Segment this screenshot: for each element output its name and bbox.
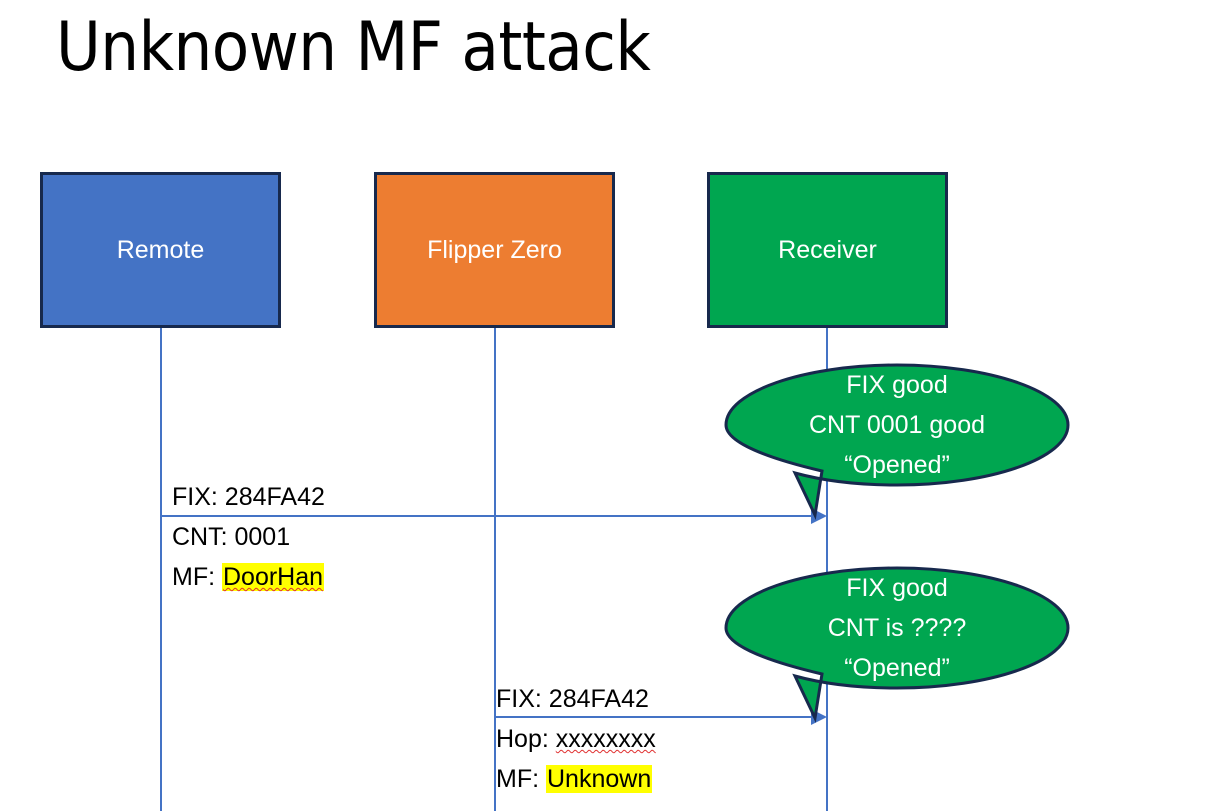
message-2-line-3: MF: Unknown [496, 759, 656, 799]
callout-bubble-2[interactable]: FIX good CNT is ???? “Opened” [723, 566, 1071, 724]
actor-box-flipper[interactable]: Flipper Zero [374, 172, 615, 328]
msg1-l3-prefix: MF: [172, 563, 222, 591]
msg2-l3-value: Unknown [546, 765, 653, 793]
message-label-1: FIX: 284FA42 CNT: 0001 MF: DoorHan [172, 477, 325, 597]
msg1-l3-value: DoorHan [222, 563, 325, 591]
callout-shape-1 [724, 363, 1070, 521]
msg2-l3-prefix: MF: [496, 765, 546, 793]
message-2-line-2: Hop: xxxxxxxx [496, 719, 656, 759]
msg2-l2-prefix: Hop: [496, 725, 556, 753]
actor-label-receiver: Receiver [778, 235, 877, 264]
callout-bubble-1[interactable]: FIX good CNT 0001 good “Opened” [723, 363, 1071, 521]
page-title: Unknown MF attack [56, 8, 651, 87]
lifeline-receiver [826, 328, 828, 811]
msg1-l1-prefix: FIX: [172, 483, 225, 511]
callout-shape-2 [724, 566, 1070, 724]
msg1-l2-prefix: CNT: [172, 523, 235, 551]
message-2-line-1: FIX: 284FA42 [496, 679, 656, 719]
msg1-l1-value: 284FA42 [224, 483, 325, 511]
message-label-2: FIX: 284FA42 Hop: xxxxxxxx MF: Unknown [496, 679, 656, 799]
msg1-l2-value: 0001 [234, 523, 291, 551]
msg2-l1-prefix: FIX: [496, 685, 549, 713]
actor-label-remote: Remote [116, 235, 205, 264]
message-arrow-line-2 [494, 716, 821, 718]
actor-label-flipper: Flipper Zero [427, 235, 562, 264]
lifeline-flipper [494, 328, 496, 811]
msg2-l2-value: xxxxxxxx [555, 725, 656, 753]
lifeline-remote [160, 328, 162, 811]
msg2-l1-value: 284FA42 [548, 685, 649, 713]
message-1-line-2: CNT: 0001 [172, 517, 325, 557]
message-1-line-1: FIX: 284FA42 [172, 477, 325, 517]
actor-box-receiver[interactable]: Receiver [707, 172, 948, 328]
message-arrow-line-1 [161, 515, 821, 517]
actor-box-remote[interactable]: Remote [40, 172, 281, 328]
message-1-line-3: MF: DoorHan [172, 557, 325, 597]
